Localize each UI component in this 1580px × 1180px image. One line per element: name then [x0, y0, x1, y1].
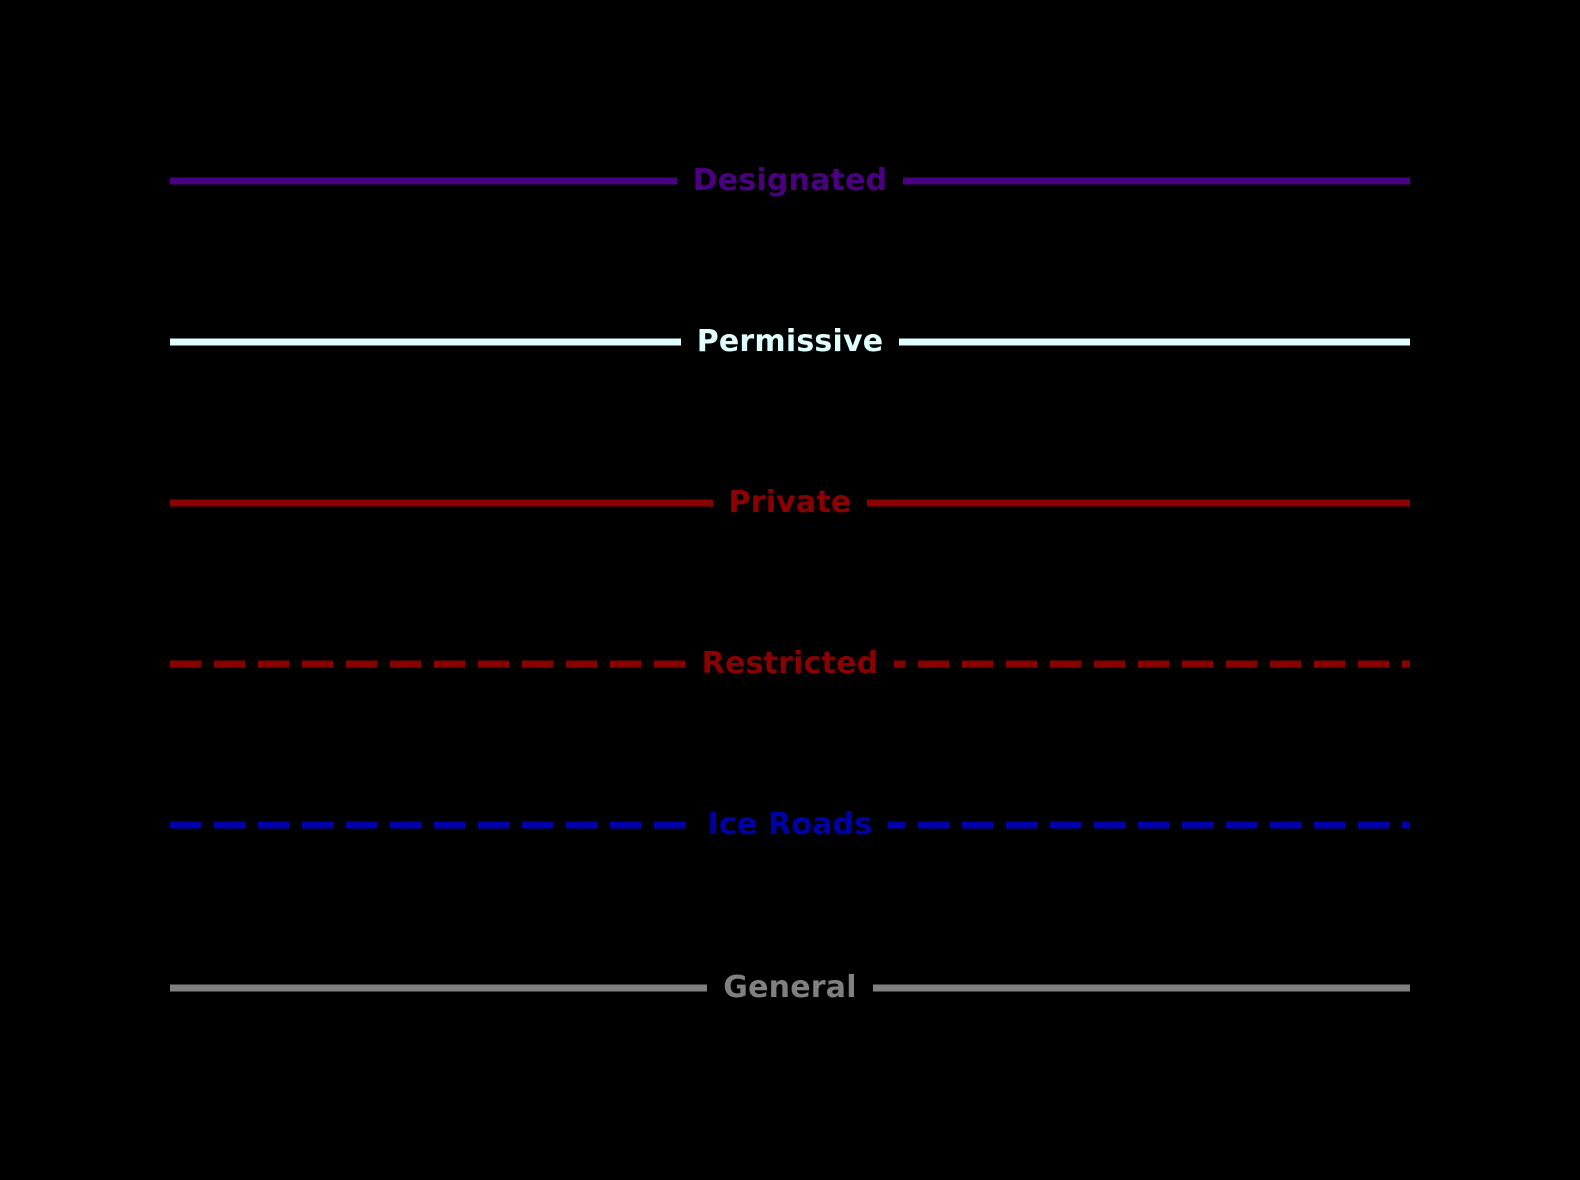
legend-label-restricted: Restricted: [685, 649, 895, 679]
legend-row-restricted[interactable]: Restricted: [170, 636, 1410, 692]
legend-label-ice-roads: Ice Roads: [691, 810, 889, 840]
legend-row-private[interactable]: Private: [170, 475, 1410, 531]
legend-row-permissive[interactable]: Permissive: [170, 314, 1410, 370]
legend-row-ice-roads[interactable]: Ice Roads: [170, 797, 1410, 853]
legend-label-private: Private: [712, 488, 868, 518]
legend-label-designated: Designated: [676, 166, 904, 196]
legend-label-general: General: [707, 973, 873, 1003]
legend-row-general[interactable]: General: [170, 960, 1410, 1016]
legend-row-designated[interactable]: Designated: [170, 153, 1410, 209]
legend-label-permissive: Permissive: [680, 327, 900, 357]
